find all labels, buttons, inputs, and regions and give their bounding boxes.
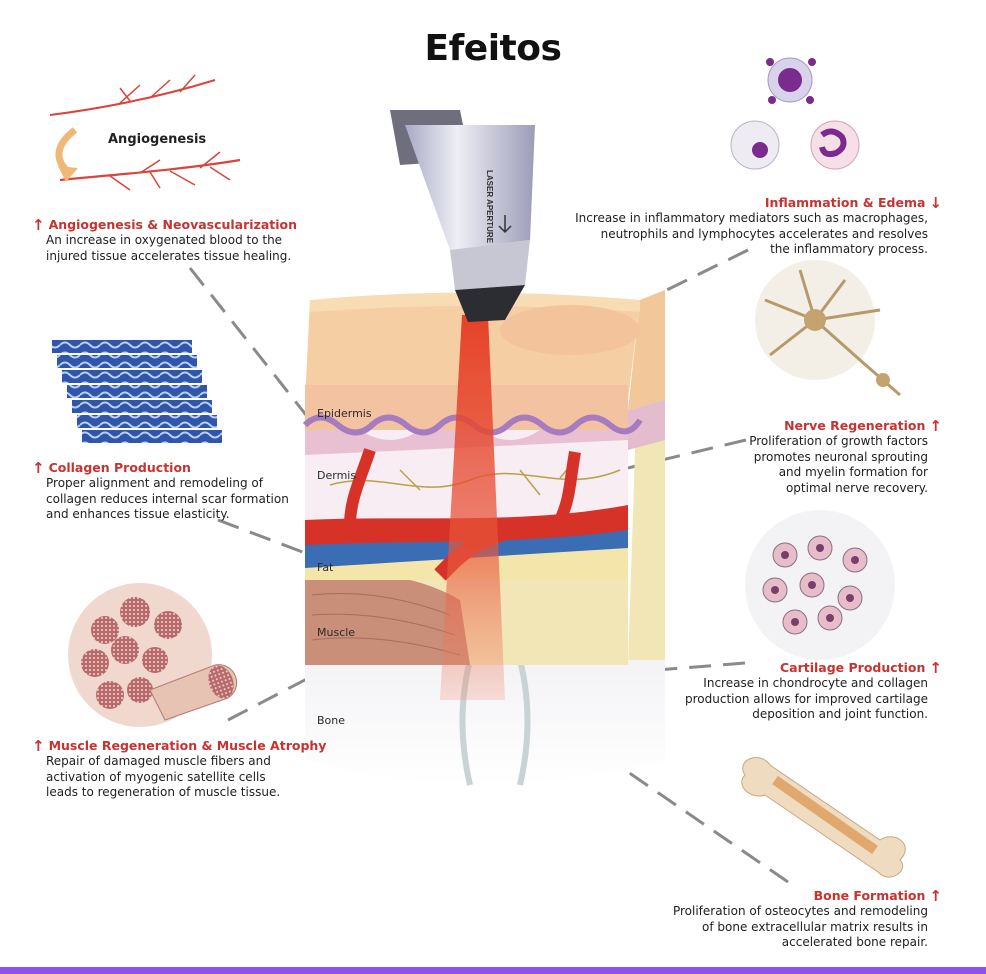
- effect-title: Cartilage Production: [779, 660, 926, 675]
- laser-beam: [440, 315, 505, 700]
- effect-desc-line: Repair of damaged muscle fibers and: [46, 754, 271, 768]
- layer-label-epidermis: Epidermis: [317, 407, 372, 420]
- effect-desc-line: Increase in chondrocyte and collagen: [703, 676, 928, 690]
- arrow-up-icon: ↑: [929, 658, 942, 677]
- effect-desc-line: accelerated bone repair.: [781, 935, 928, 949]
- effect-desc-line: An increase in oxygenated blood to the: [46, 233, 283, 247]
- effect-desc-line: of bone extracellular matrix results in: [702, 919, 928, 934]
- arrow-up-icon: ↑: [32, 458, 45, 477]
- bone-icon: [741, 757, 906, 878]
- effect-desc-line: collagen reduces internal scar formation: [46, 491, 289, 506]
- effect-collagen: ↑Collagen Production Proper alignment an…: [32, 460, 322, 523]
- effect-title: Angiogenesis & Neovascularization: [48, 217, 298, 232]
- effect-desc-line: deposition and joint function.: [752, 707, 928, 721]
- laser-device: [390, 110, 535, 322]
- effect-title: Inflammation & Edema: [764, 195, 926, 210]
- effect-desc-line: and myelin formation for: [778, 465, 928, 479]
- effect-desc-line: leads to regeneration of muscle tissue.: [46, 785, 281, 799]
- arrow-down-icon: ↓: [929, 193, 942, 212]
- laser-aperture-label: LASER APERTURE: [485, 170, 494, 244]
- effect-title: Nerve Regeneration: [784, 418, 926, 433]
- effect-cartilage: Cartilage Production↑ Increase in chondr…: [640, 660, 942, 723]
- neuron-icon: [755, 260, 901, 397]
- effect-desc-line: and enhances tissue elasticity.: [46, 507, 230, 521]
- effect-bone: Bone Formation↑ Proliferation of osteocy…: [640, 888, 942, 951]
- bottom-accent-bar: [0, 967, 986, 974]
- page-title: Efeitos: [424, 28, 562, 69]
- effect-desc-line: promotes neuronal sprouting: [753, 449, 928, 464]
- cartilage-cells-icon: [745, 510, 895, 660]
- arrow-up-icon: ↑: [32, 215, 45, 234]
- effect-title: Muscle Regeneration & Muscle Atrophy: [48, 738, 327, 753]
- effect-desc-line: optimal nerve recovery.: [785, 480, 928, 495]
- effect-desc-line: Increase in inflammatory mediators such …: [575, 211, 928, 225]
- muscle-fiber-icon: [68, 583, 238, 727]
- effect-angiogenesis: ↑Angiogenesis & Neovascularization An in…: [32, 217, 322, 264]
- effect-title: Bone Formation: [813, 888, 926, 903]
- layer-label-fat: Fat: [317, 561, 334, 574]
- arrow-down-icon: [498, 215, 512, 234]
- effect-desc-line: activation of myogenic satellite cells: [46, 769, 266, 784]
- effect-desc-line: injured tissue accelerates tissue healin…: [46, 248, 292, 263]
- arrow-up-icon: ↑: [32, 736, 45, 755]
- effect-desc-line: Proper alignment and remodeling of: [46, 476, 263, 490]
- effect-nerve: Nerve Regeneration↑ Proliferation of gro…: [660, 418, 942, 496]
- layer-label-dermis: Dermis: [317, 469, 357, 482]
- layer-label-bone: Bone: [317, 714, 346, 727]
- arrow-up-icon: ↑: [929, 416, 942, 435]
- arrow-up-icon: ↑: [929, 886, 942, 905]
- effect-title: Collagen Production: [48, 460, 191, 475]
- effect-desc-line: the inflammatory process.: [770, 242, 928, 256]
- effect-desc-line: neutrophils and lymphocytes accelerates …: [600, 226, 928, 241]
- immune-cells-icon: [730, 57, 860, 170]
- angiogenesis-icon-label: Angiogenesis: [108, 132, 207, 147]
- collagen-fibers-icon: [52, 340, 222, 443]
- effect-inflammation: Inflammation & Edema↓ Increase in inflam…: [560, 195, 942, 258]
- effect-desc-line: Proliferation of osteocytes and remodeli…: [672, 904, 928, 918]
- effect-muscle: ↑Muscle Regeneration & Muscle Atrophy Re…: [32, 738, 332, 801]
- effect-desc-line: Proliferation of growth factors: [749, 434, 928, 448]
- angiogenesis-vessels-icon: [49, 74, 241, 191]
- layer-label-muscle: Muscle: [317, 626, 356, 639]
- effect-desc-line: production allows for improved cartilage: [685, 691, 928, 706]
